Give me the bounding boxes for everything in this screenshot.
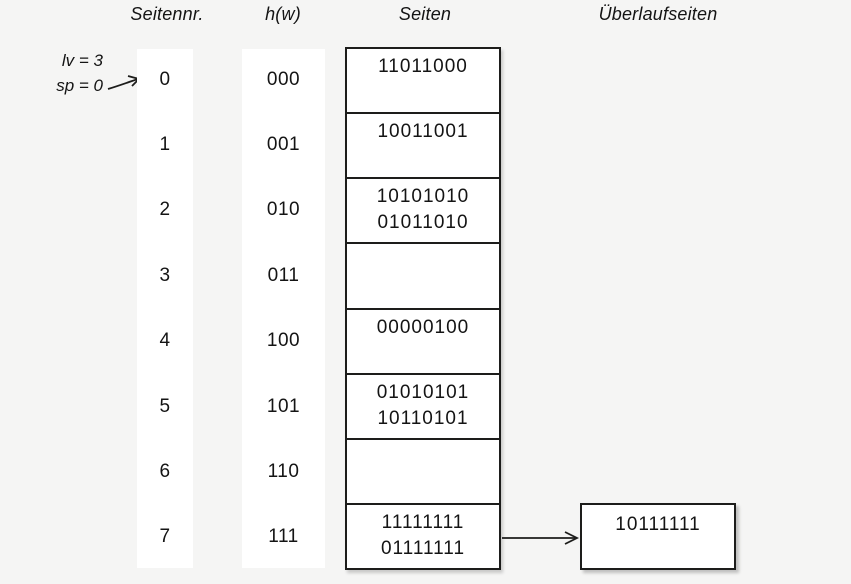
- overflow-link-arrow-icon: [502, 531, 580, 545]
- bucket-cell-4: 00000100: [347, 310, 499, 375]
- bucket-cell-5: 01010101 10110101: [347, 375, 499, 440]
- column-header-hw: h(w): [265, 4, 301, 24]
- bucket-record: 01010101: [376, 381, 470, 403]
- page-number-0: 0: [159, 68, 171, 90]
- seitennr-column-strip: [137, 49, 193, 568]
- column-header-seiten: Seiten: [398, 4, 452, 24]
- lv-value: lv = 3: [61, 51, 103, 70]
- hw-column-strip: [242, 49, 325, 568]
- hw-column: 000 001 010 011 100 101 110 111: [242, 47, 325, 570]
- bucket-record: 01111111: [380, 537, 466, 559]
- bucket-record: 01011010: [377, 212, 469, 234]
- hash-value-0: 000: [266, 68, 301, 90]
- hash-value-1: 001: [266, 134, 301, 156]
- bucket-record: 00000100: [376, 316, 470, 338]
- bucket-cell-6: [347, 440, 499, 505]
- bucket-cell-2: 10101010 01011010: [347, 179, 499, 245]
- hash-value-6: 110: [267, 460, 300, 482]
- hash-value-3: 011: [267, 264, 300, 286]
- bucket-record: 11111111: [381, 511, 465, 533]
- bucket-record: 10101010: [376, 186, 470, 208]
- bucket-record: 11011000: [378, 56, 468, 77]
- column-header-seitennr: Seitennr.: [130, 4, 204, 24]
- page-number-4: 4: [159, 330, 171, 352]
- bucket-cell-1: 10011001: [347, 114, 499, 180]
- hash-value-7: 111: [268, 526, 299, 548]
- seitennr-column: 0 1 2 3 4 5 6 7: [137, 47, 193, 570]
- bucket-record: 10110101: [377, 407, 469, 429]
- page-number-2: 2: [159, 199, 171, 221]
- hash-value-2: 010: [266, 199, 301, 221]
- page-number-5: 5: [159, 395, 171, 417]
- page-number-3: 3: [159, 264, 171, 286]
- state-annotation: lv = 3 sp = 0: [28, 48, 103, 98]
- overflow-page-value: 10111111: [615, 514, 701, 535]
- hash-value-4: 100: [266, 330, 301, 352]
- bucket-cell-7: 11111111 01111111: [347, 505, 499, 568]
- hash-value-5: 101: [266, 395, 301, 417]
- page-number-1: 1: [159, 134, 171, 156]
- bucket-cell-0: 11011000: [347, 49, 499, 115]
- sp-value: sp = 0: [56, 76, 103, 95]
- bucket-cell-3: [347, 244, 499, 310]
- pages-table: 11011000 10011001 10101010 01011010 00000100…: [345, 47, 501, 570]
- overflow-page: 10111111: [580, 503, 736, 570]
- page-number-6: 6: [159, 460, 171, 482]
- column-header-ueberlaufseiten: Überlaufseiten: [598, 4, 718, 24]
- bucket-record: 10011001: [377, 121, 469, 143]
- page-number-7: 7: [159, 526, 171, 548]
